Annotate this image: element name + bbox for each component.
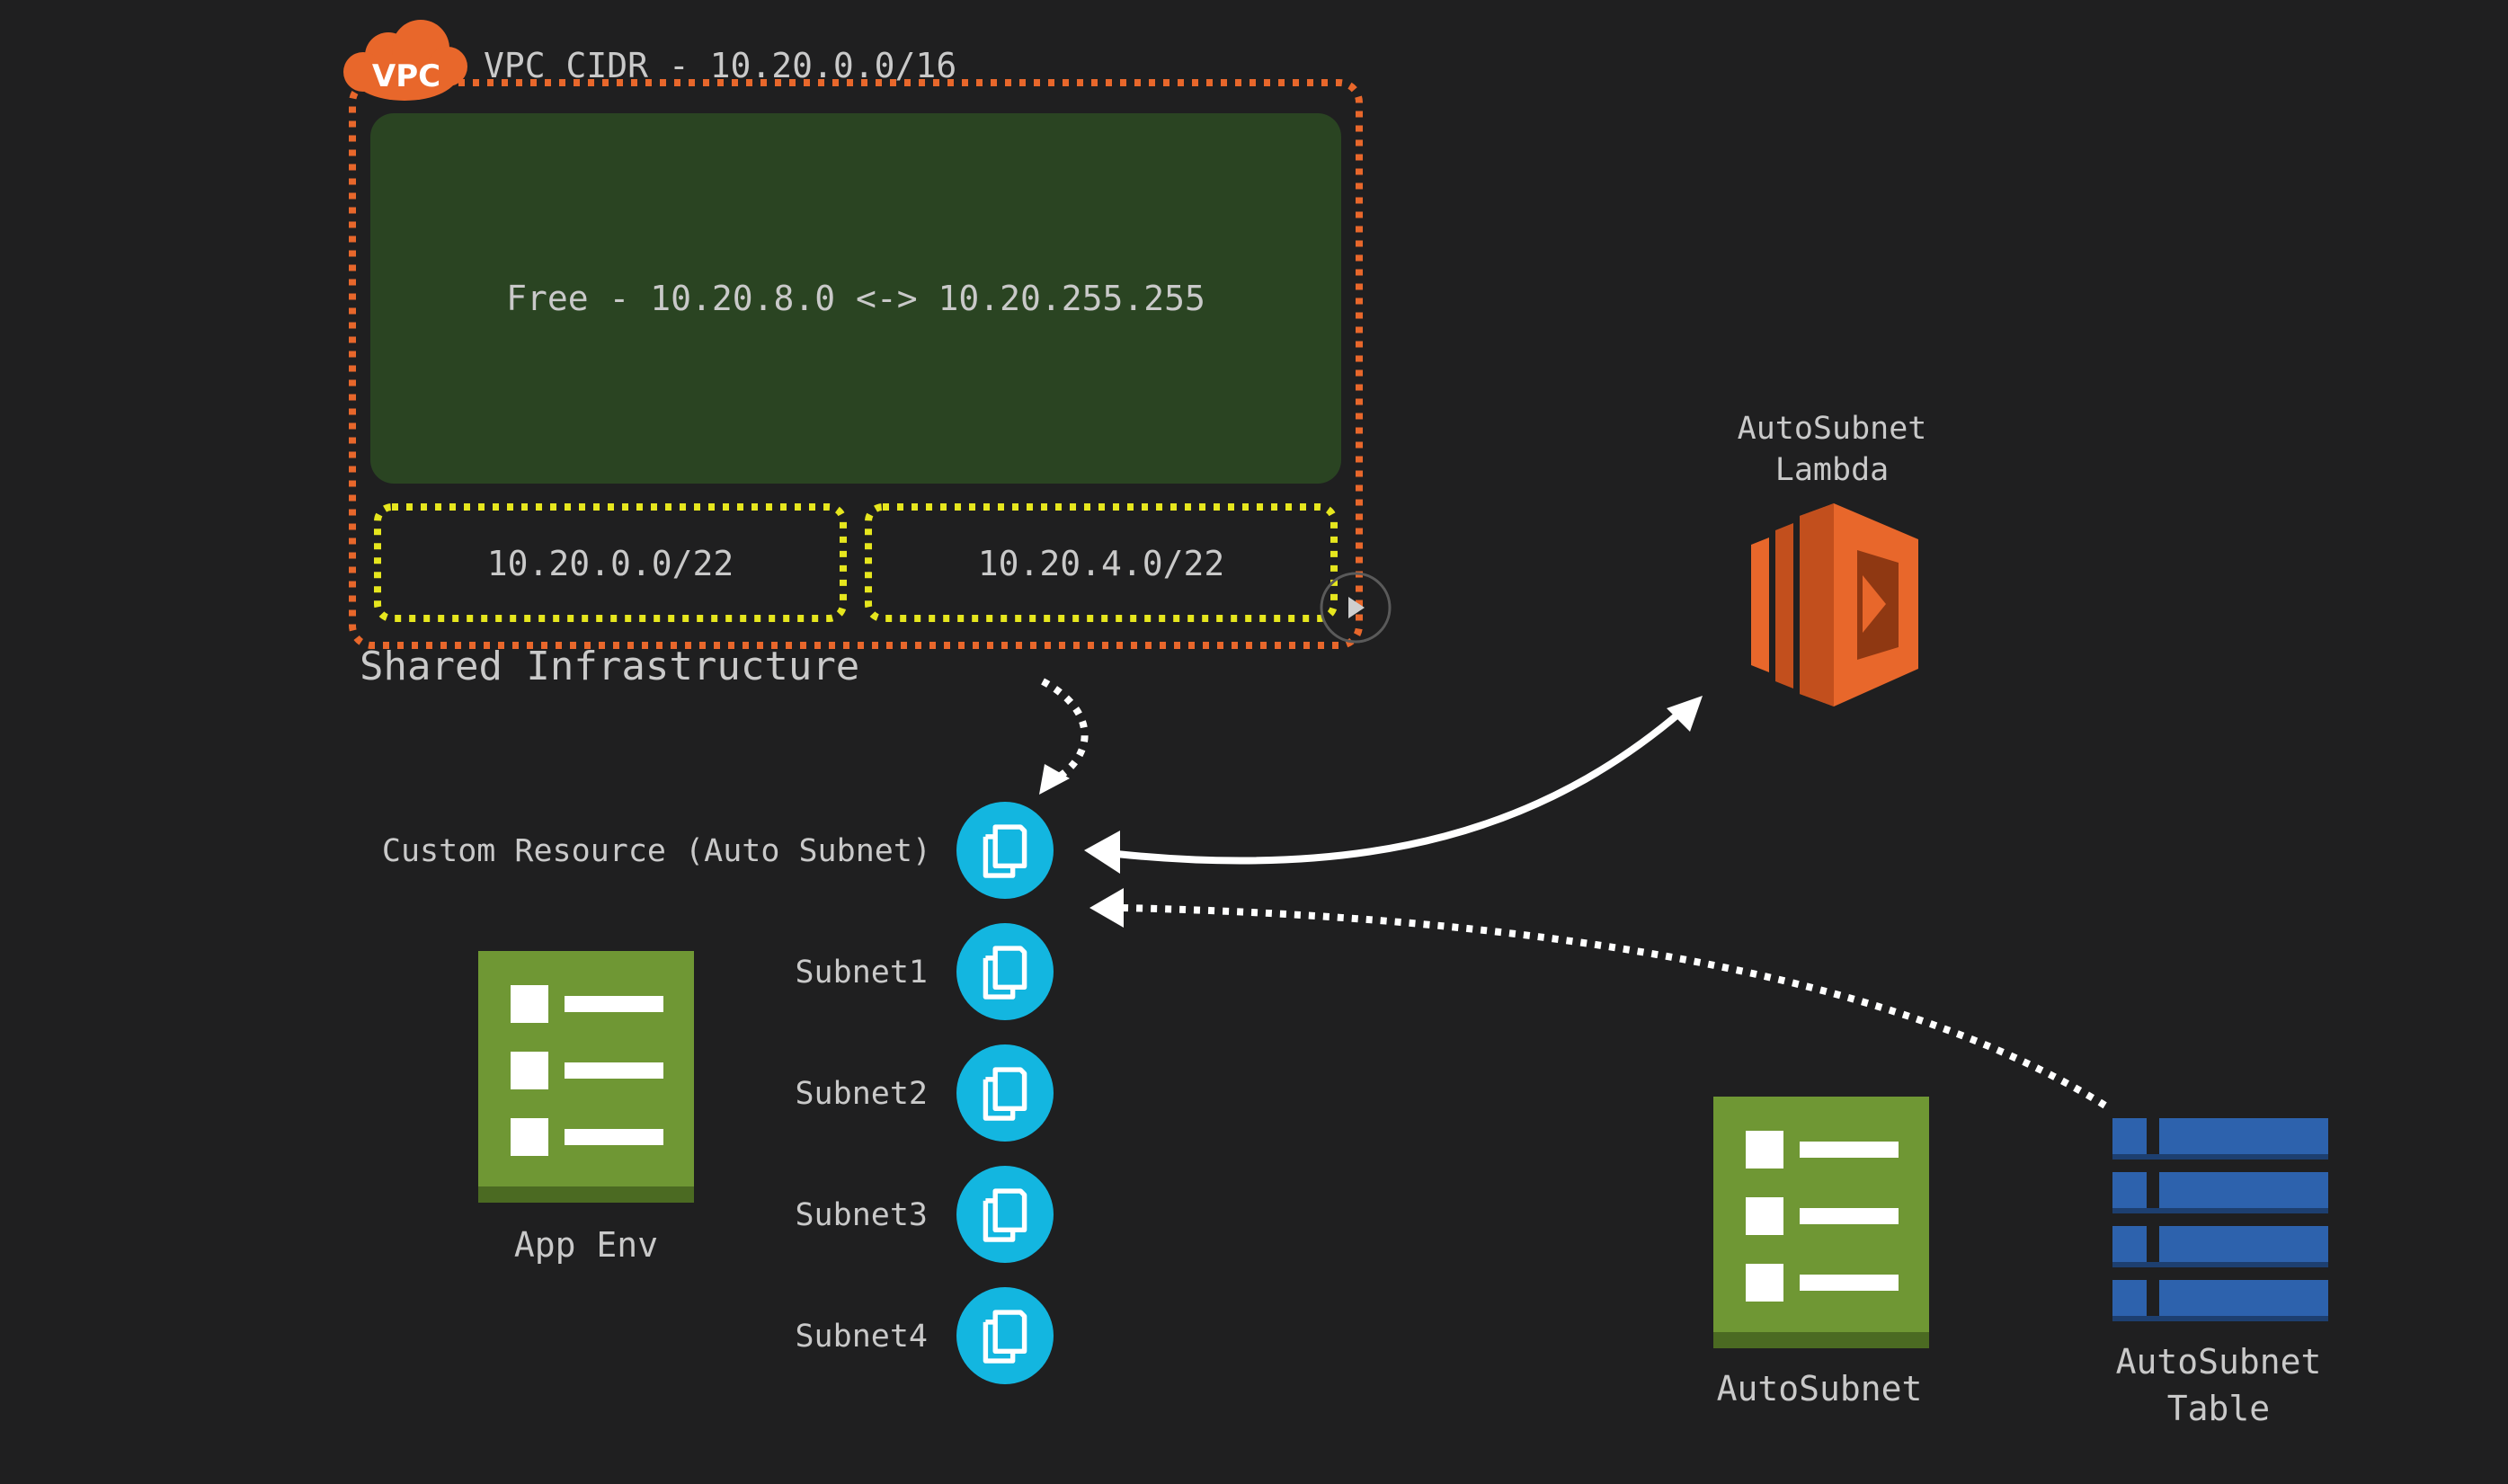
play-icon[interactable] xyxy=(1320,572,1392,644)
vpc-group: Free - 10.20.8.0 <-> 10.20.255.255 10.20… xyxy=(343,20,1392,689)
autosubnet-table: AutoSubnet Table xyxy=(2112,1118,2328,1428)
table-to-custom-arrow xyxy=(1121,904,2108,1109)
shared-infrastructure-label: Shared Infrastructure xyxy=(360,644,859,689)
custom-resource-icon[interactable] xyxy=(956,802,1054,899)
custom-resource-label: Custom Resource (Auto Subnet) xyxy=(382,833,931,869)
subnet-block-b xyxy=(865,503,1338,622)
subnet1-label: Subnet1 xyxy=(795,955,928,991)
table-label-line1: AutoSubnet xyxy=(2116,1342,2322,1382)
vpc-badge-text: VPC xyxy=(372,58,440,94)
subnet-b-label: 10.20.4.0/22 xyxy=(978,544,1225,583)
subnet3-icon[interactable] xyxy=(956,1166,1054,1263)
free-range-block xyxy=(370,113,1341,484)
app-env-stack: App Env xyxy=(478,951,694,1265)
app-env-stack-icon[interactable] xyxy=(478,951,694,1203)
resource-column: Custom Resource (Auto Subnet) Subnet1 Su… xyxy=(382,802,1054,1384)
subnet4-icon[interactable] xyxy=(956,1287,1054,1384)
lambda-label-line2: Lambda xyxy=(1775,452,1889,488)
arrowhead-to-custom xyxy=(1084,831,1120,874)
subnet1-icon[interactable] xyxy=(956,923,1054,1020)
free-range-label: Free - 10.20.8.0 <-> 10.20.255.255 xyxy=(506,279,1205,318)
subnet-a-label: 10.20.0.0/22 xyxy=(487,544,734,583)
vpc-cloud-icon: VPC xyxy=(343,20,467,101)
lambda-custom-arrow xyxy=(1116,708,1684,865)
lambda-icon[interactable] xyxy=(1751,503,1918,706)
table-icon[interactable] xyxy=(2112,1118,2328,1321)
autosubnet-stack: AutoSubnet xyxy=(1713,1097,1929,1408)
autosubnet-lambda: AutoSubnet Lambda xyxy=(1738,411,1927,706)
lambda-label-line1: AutoSubnet xyxy=(1738,411,1927,447)
subnet2-icon[interactable] xyxy=(956,1044,1054,1142)
subnet2-label: Subnet2 xyxy=(795,1076,928,1112)
arrowhead-to-lambda xyxy=(1667,696,1703,732)
autosubnet-stack-label: AutoSubnet xyxy=(1717,1369,1923,1408)
app-env-label: App Env xyxy=(514,1225,658,1265)
autosubnet-stack-icon[interactable] xyxy=(1713,1097,1929,1348)
table-label-line2: Table xyxy=(2167,1389,2270,1428)
vpc-cidr-label: VPC CIDR - 10.20.0.0/16 xyxy=(484,46,956,85)
arrowhead-shared xyxy=(1039,764,1070,795)
arrowhead-table xyxy=(1089,888,1124,928)
subnet4-label: Subnet4 xyxy=(795,1319,928,1355)
shared-to-custom-arrow xyxy=(1041,678,1089,784)
subnet3-label: Subnet3 xyxy=(795,1197,928,1233)
connectors xyxy=(1039,678,2108,1109)
subnet-block-a xyxy=(374,503,847,622)
